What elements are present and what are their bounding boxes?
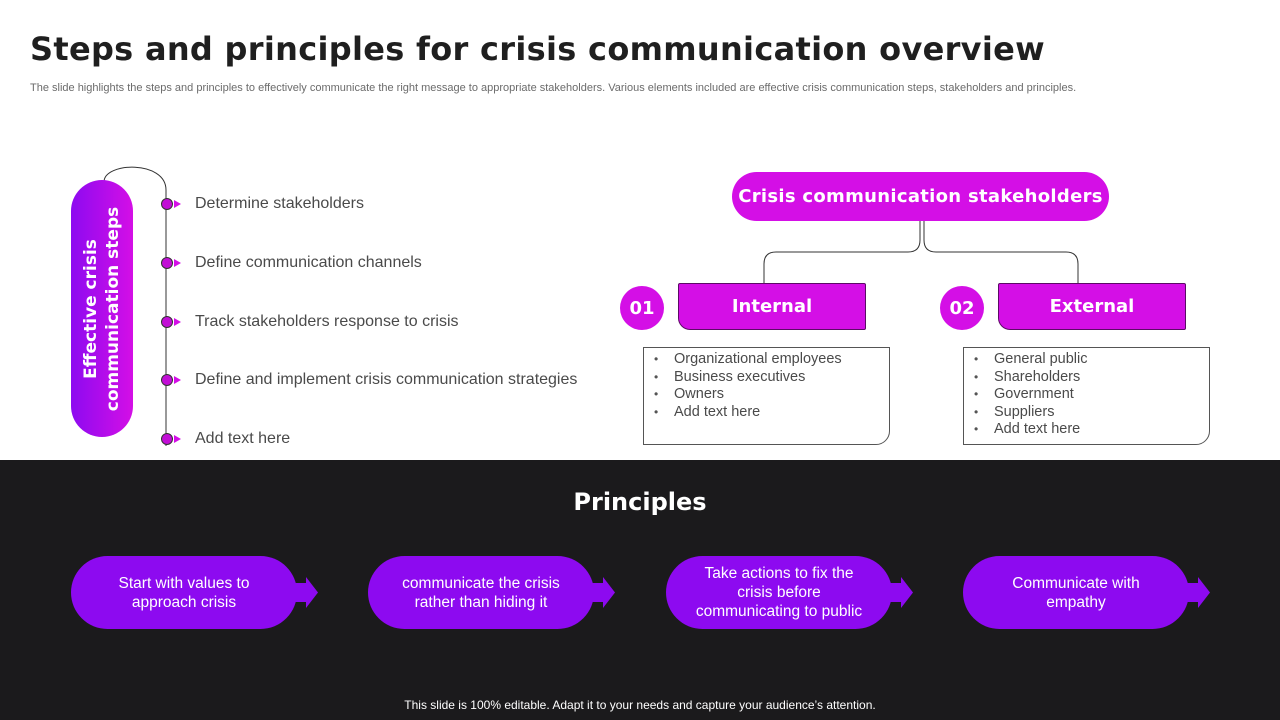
principles-heading: Principles (573, 488, 707, 516)
step-marker-1 (161, 198, 181, 210)
principle-2: communicate the crisis rather than hidin… (368, 556, 594, 629)
internal-number-badge: 01 (620, 286, 664, 330)
step-marker-5 (161, 433, 181, 445)
connector-external (923, 221, 1079, 284)
external-list-box: General public Shareholders Government S… (963, 347, 1210, 445)
principle-4: Communicate with empathy (963, 556, 1189, 629)
step-marker-4 (161, 374, 181, 386)
internal-list-box: Organizational employees Business execut… (643, 347, 890, 445)
internal-item-4: Add text here (654, 404, 889, 422)
step-marker-3 (161, 316, 181, 328)
external-category-box: External (998, 283, 1186, 330)
step-item-2: Define communication channels (195, 254, 422, 271)
step-item-1: Determine stakeholders (195, 195, 364, 212)
external-number-badge: 02 (940, 286, 984, 330)
principle-1: Start with values to approach crisis (71, 556, 297, 629)
step-item-3: Track stakeholders response to crisis (195, 313, 459, 330)
internal-item-2: Business executives (654, 369, 889, 387)
step-marker-2 (161, 257, 181, 269)
step-item-4: Define and implement crisis communicatio… (195, 371, 578, 388)
footer-note: This slide is 100% editable. Adapt it to… (404, 698, 876, 712)
external-item-3: Government (974, 386, 1209, 404)
external-item-4: Suppliers (974, 404, 1209, 422)
connector-internal (763, 221, 921, 284)
internal-item-3: Owners (654, 386, 889, 404)
steps-heading-pill: Effective crisis communication steps (71, 180, 133, 437)
principle-4-arrow-icon (1186, 577, 1210, 608)
stakeholders-heading: Crisis communication stakeholders (732, 172, 1109, 221)
internal-item-1: Organizational employees (654, 351, 889, 369)
principle-3: Take actions to fix the crisis before co… (666, 556, 892, 629)
step-item-5: Add text here (195, 430, 291, 447)
principle-3-arrow-icon (889, 577, 913, 608)
page-subtitle: The slide highlights the steps and princ… (30, 82, 1077, 94)
page-title: Steps and principles for crisis communic… (30, 30, 1045, 68)
internal-category-box: Internal (678, 283, 866, 330)
external-item-2: Shareholders (974, 369, 1209, 387)
external-item-1: General public (974, 351, 1209, 369)
external-item-5: Add text here (974, 421, 1209, 439)
principle-1-arrow-icon (294, 577, 318, 608)
principle-2-arrow-icon (591, 577, 615, 608)
steps-heading: Effective crisis communication steps (80, 206, 123, 411)
